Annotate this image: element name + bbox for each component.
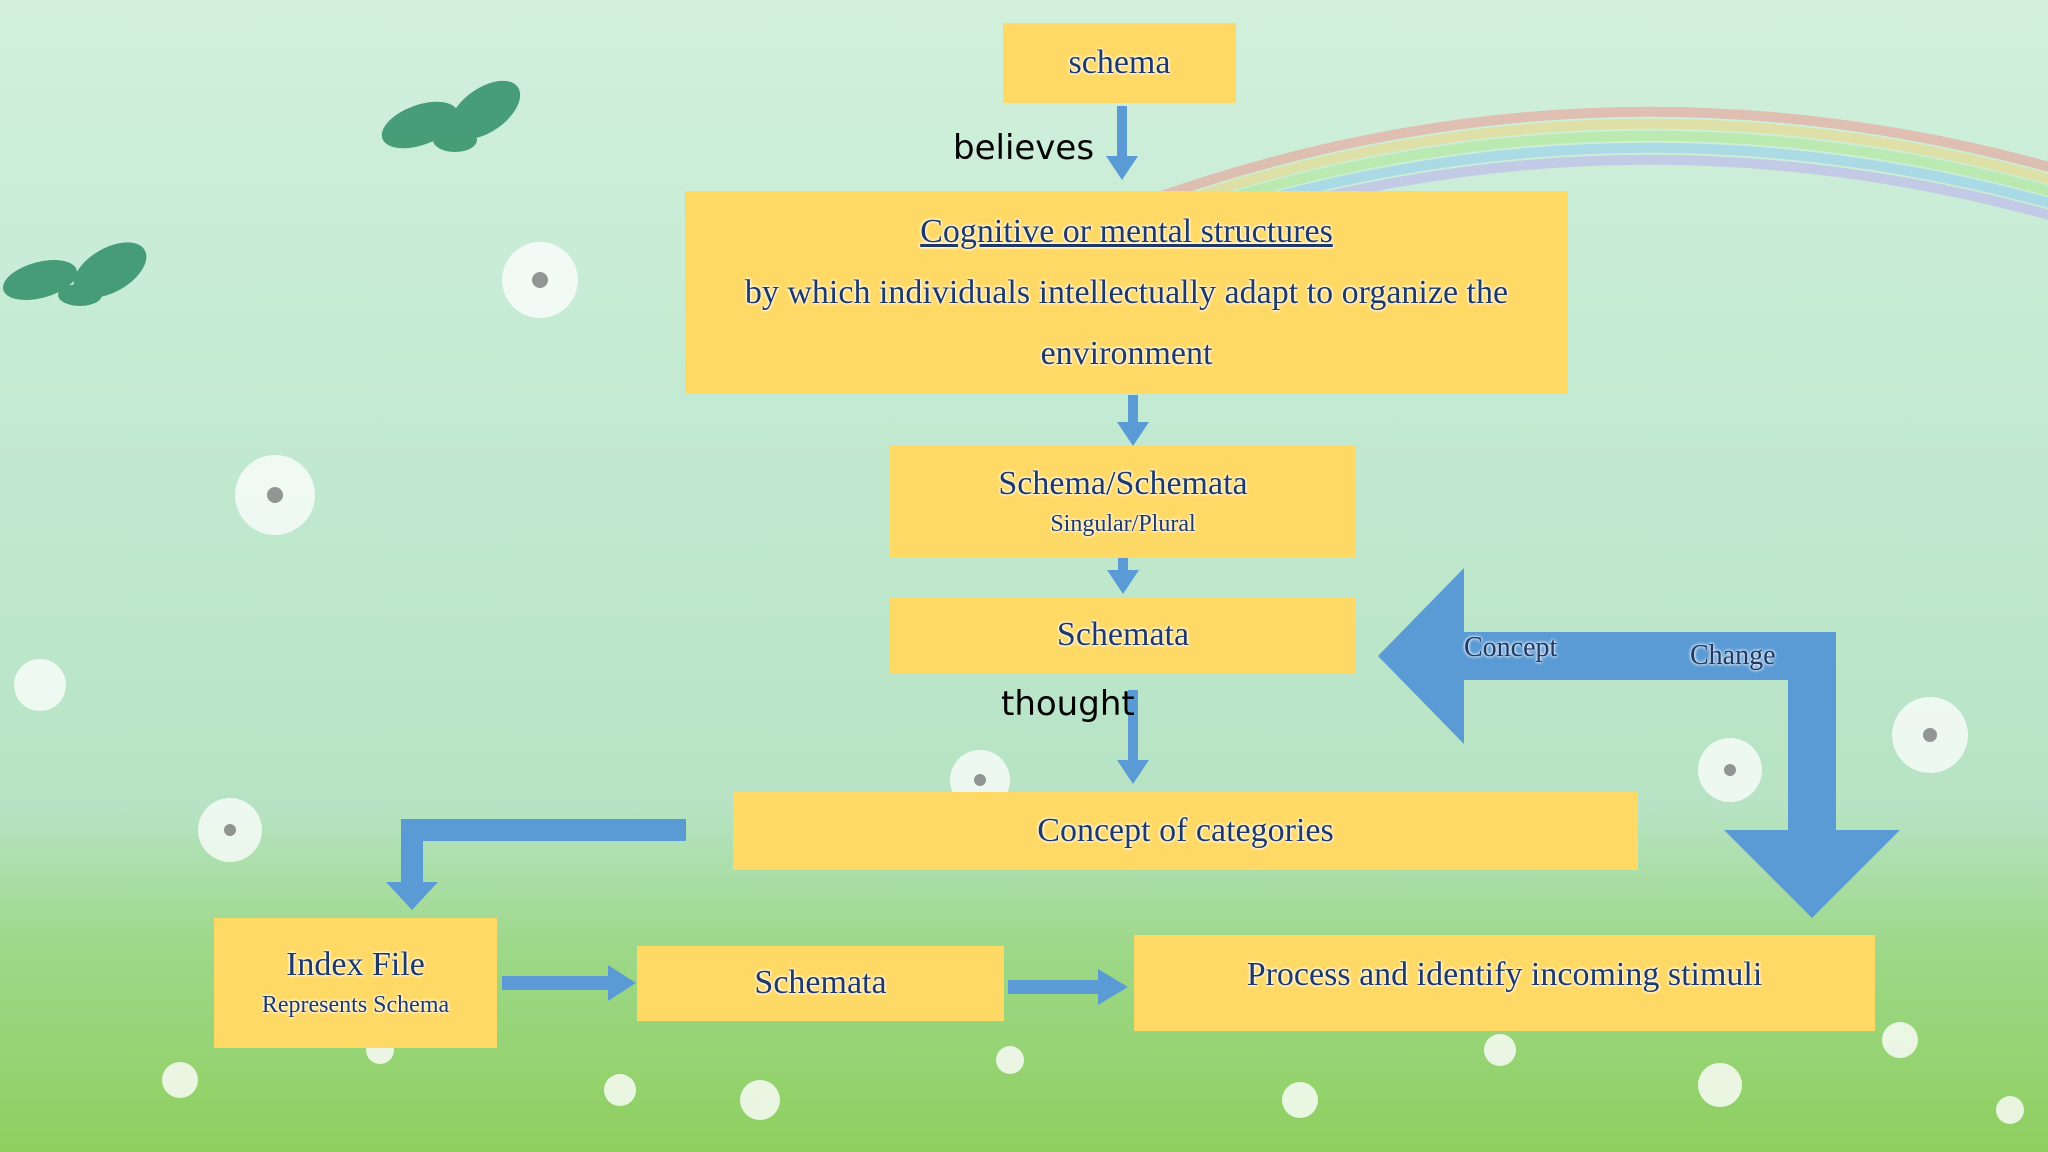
cognitive-title: Cognitive or mental structures [920, 212, 1333, 250]
arrow-down-icon [1106, 106, 1138, 180]
index-file-box: Index File Represents Schema [214, 918, 497, 1048]
schemata-bottom-box: Schemata [637, 946, 1004, 1021]
index-file-label: Index File [286, 946, 425, 983]
arrow-down-icon [1117, 395, 1149, 446]
process-stimuli-label: Process and identify incoming stimuli [1246, 956, 1763, 993]
concept-of-categories-box: Concept of categories [733, 792, 1638, 870]
schemata-box: Schemata [890, 597, 1356, 673]
schema-schemata-label: Schema/Schemata [998, 465, 1248, 502]
arrow-right-icon [1008, 969, 1128, 1005]
schema-label: schema [1068, 43, 1171, 81]
process-stimuli-box: Process and identify incoming stimuli [1134, 935, 1875, 1031]
schema-schemata-box: Schema/Schemata Singular/Plural [890, 446, 1356, 558]
schemata-label: Schemata [1056, 615, 1190, 653]
cognitive-body: by which individuals intellectually adap… [744, 273, 1509, 373]
elbow-arrow-icon [386, 819, 686, 910]
arrow-right-icon [502, 965, 636, 1001]
schemata-bottom-label: Schemata [754, 964, 887, 1002]
cognitive-structures-box: Cognitive or mental structures by which … [685, 191, 1568, 394]
change-arrow-icon [1570, 632, 1900, 918]
butterfly-icon [381, 80, 521, 152]
represents-schema-label: Represents Schema [261, 991, 450, 1018]
concept-arrow-label: Concept [1464, 632, 1558, 663]
change-arrow-label: Change [1690, 640, 1776, 671]
thought-label: thought [1001, 684, 1135, 724]
believes-label: believes [953, 128, 1095, 168]
grass-flowers [162, 1022, 2024, 1124]
singular-plural-label: Singular/Plural [1050, 510, 1196, 537]
concept-arrow-icon [1378, 568, 1660, 744]
butterfly-icon [3, 242, 147, 306]
arrow-down-icon [1107, 558, 1139, 594]
concept-of-categories-label: Concept of categories [1037, 811, 1334, 849]
arrow-down-icon [1117, 690, 1149, 784]
schema-box: schema [1003, 23, 1236, 103]
